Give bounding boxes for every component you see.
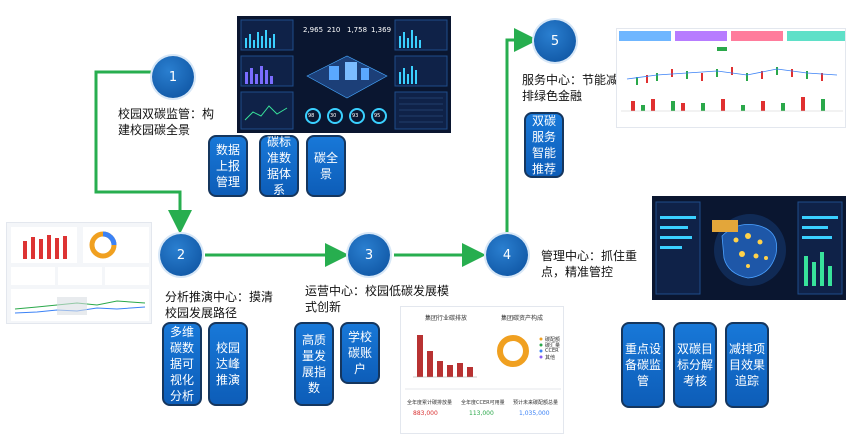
legend-2: 碳汇量 xyxy=(545,343,561,349)
operation-chart-title: 集团行业碳排放 xyxy=(425,315,468,322)
connector-4-5 xyxy=(505,28,538,234)
legend-3: CCER xyxy=(545,348,559,354)
connector-1-2 xyxy=(94,70,192,234)
tag-multidim-analysis: 多维碳数据可视化分析 xyxy=(162,322,202,406)
dashboard-stat-3: 1,758 xyxy=(347,26,368,34)
dashboard-stat-2: 210 xyxy=(327,26,341,34)
tag-equipment-supervision: 重点设备碳监管 xyxy=(621,322,665,408)
stat-value-1: 883,000 xyxy=(413,410,438,417)
tag-quality-index: 高质量发展指数 xyxy=(294,322,334,406)
map-graphics xyxy=(655,201,843,295)
tag-peak-simulation: 校园达峰推演 xyxy=(208,322,248,406)
dashboard-gauge-3: 93 xyxy=(352,113,359,119)
step-2-title: 分析推演中心：摸清校园发展路径 xyxy=(165,290,274,320)
stat-label-1: 全年度累计碳排放量 xyxy=(407,400,453,406)
thumb-operation-panel: 集团行业碳排放 集团碳资产构成 碳配额 碳汇量 CCER 其他 全年度累计碳排放… xyxy=(400,306,564,434)
step-2-circle: 2 xyxy=(160,234,202,276)
finance-graphics xyxy=(619,31,845,112)
stat-label-3: 预计未来碳配额总量 xyxy=(513,400,559,406)
step-4-title: 管理中心：抓住重点，精准管控 xyxy=(541,249,638,279)
dashboard-stat-1: 2,965 xyxy=(303,26,324,34)
tag-service-recommend: 双碳服务智能推荐 xyxy=(524,112,564,178)
step-4-circle: 4 xyxy=(486,234,528,276)
step-5-title: 服务中心：节能减排绿色金融 xyxy=(522,73,619,103)
tag-carbon-standard: 碳标准数据体系 xyxy=(259,135,299,197)
tag-carbon-account: 学校碳账户 xyxy=(340,322,380,384)
tag-target-decomposition: 双碳目标分解考核 xyxy=(673,322,717,408)
dashboard-graphics xyxy=(240,19,448,130)
step-5-circle: 5 xyxy=(534,20,576,62)
stat-value-3: 1,035,000 xyxy=(519,410,550,417)
thumb-management-map xyxy=(652,196,846,300)
thumb-carbon-dashboard: 2,965 210 1,758 1,369 98 30 93 95 xyxy=(237,16,451,133)
step-1-title: 校园双碳监管：构建校园碳全景 xyxy=(118,107,215,137)
operation-graphics xyxy=(405,335,561,390)
step-3-title: 运营中心：校园低碳发展模式创新 xyxy=(305,284,450,314)
dashboard-gauge-2: 30 xyxy=(330,113,337,119)
stat-value-2: 113,000 xyxy=(469,410,494,417)
thumb-analysis-panel xyxy=(6,222,152,324)
dashboard-gauge-4: 95 xyxy=(374,113,381,119)
tag-project-tracking: 减排项目效果追踪 xyxy=(725,322,769,408)
dashboard-gauge-1: 98 xyxy=(308,113,315,119)
tag-data-reporting: 数据上报管理 xyxy=(208,135,248,197)
analysis-graphics xyxy=(11,227,149,321)
legend-4: 其他 xyxy=(545,355,556,361)
stat-label-2: 全年度CCER可用量 xyxy=(461,400,505,406)
dashboard-stat-4: 1,369 xyxy=(371,26,392,34)
tag-carbon-panorama: 碳全景 xyxy=(306,135,346,197)
legend-1: 碳配额 xyxy=(545,337,561,343)
step-3-circle: 3 xyxy=(348,234,390,276)
thumb-finance-chart xyxy=(616,28,846,128)
operation-donut-title: 集团碳资产构成 xyxy=(501,315,544,322)
step-1-circle: 1 xyxy=(152,56,194,98)
